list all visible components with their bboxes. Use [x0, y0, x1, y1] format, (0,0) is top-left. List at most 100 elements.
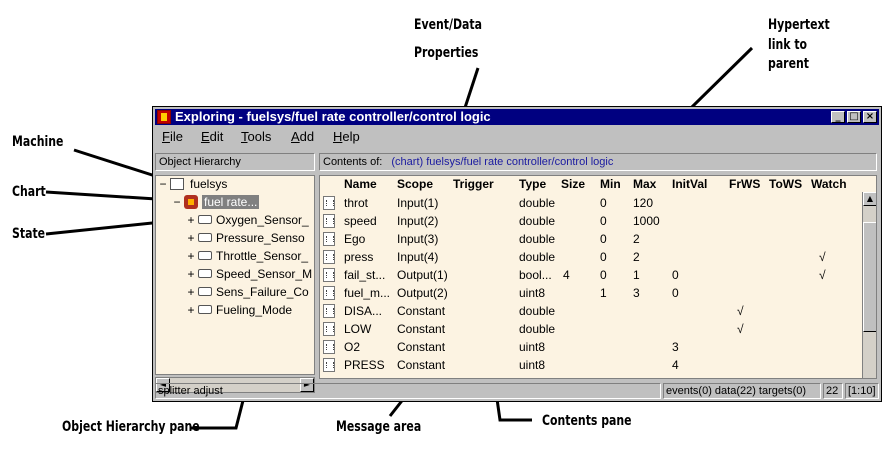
cell-name: DISA...: [344, 304, 383, 318]
menu-tools[interactable]: Tools: [241, 127, 271, 147]
cell-scope: Output(2): [397, 286, 448, 300]
expand-toggle[interactable]: +: [187, 249, 195, 263]
cell-type: uint8: [519, 358, 546, 372]
menu-edit-label: dit: [209, 129, 224, 144]
cell-watch: √: [819, 250, 826, 264]
expand-toggle[interactable]: +: [187, 267, 195, 281]
expand-toggle[interactable]: +: [187, 231, 195, 245]
menu-add-label: dd: [299, 129, 315, 144]
tree-node-label: Fueling_Mode: [216, 303, 293, 317]
cell-type: double: [519, 214, 556, 228]
scroll-up-button[interactable]: ▲: [863, 192, 876, 206]
menu-tools-label: ools: [247, 129, 272, 144]
cell-type: double: [519, 232, 556, 246]
collapse-toggle[interactable]: −: [159, 177, 167, 191]
column-header-tows[interactable]: ToWS: [769, 177, 803, 191]
close-button[interactable]: ×: [863, 111, 877, 123]
tree-node-label: fuel rate...: [202, 195, 260, 209]
machine-icon: [170, 177, 184, 190]
column-header-trigger[interactable]: Trigger: [453, 177, 494, 191]
tree-node-state[interactable]: + Sens_Failure_Co: [186, 284, 309, 300]
callout-hypertext-line1: Hypertext: [768, 17, 830, 33]
tree-node-state[interactable]: + Oxygen_Sensor_: [186, 212, 309, 228]
data-icon: [323, 196, 335, 210]
parent-hyperlink[interactable]: (chart) fuelsys/fuel rate controller/con…: [391, 156, 614, 168]
callout-machine: Machine: [12, 134, 64, 150]
cell-max: 2: [633, 250, 640, 264]
menu-add[interactable]: Add: [291, 127, 314, 147]
tree-node-chart[interactable]: − fuel rate...: [172, 194, 260, 210]
data-icon: [323, 232, 335, 246]
cell-name: fuel_m...: [344, 286, 391, 300]
column-header-initval[interactable]: InitVal: [672, 177, 708, 191]
menu-file-mnemonic: F: [162, 129, 170, 144]
contents-vscrollbar[interactable]: ▲: [862, 192, 876, 378]
column-header-type[interactable]: Type: [519, 177, 547, 191]
tree-node-label: Oxygen_Sensor_: [216, 213, 309, 227]
callout-hypertext-line3: parent: [768, 56, 809, 72]
menu-edit[interactable]: Edit: [201, 127, 223, 147]
cell-scope: Output(1): [397, 268, 448, 282]
chart-icon: [184, 194, 198, 209]
data-icon: [323, 214, 335, 228]
scroll-right-button[interactable]: ►: [300, 378, 314, 392]
column-header-min[interactable]: Min: [600, 177, 621, 191]
cell-size: 4: [563, 268, 570, 282]
column-header-watch[interactable]: Watch: [811, 177, 847, 191]
column-header-name[interactable]: Name: [344, 177, 377, 191]
hierarchy-hscrollbar[interactable]: ◄ ►: [155, 377, 315, 393]
expand-toggle[interactable]: +: [187, 285, 195, 299]
cell-scope: Input(4): [397, 250, 439, 264]
cell-max: 1: [633, 268, 640, 282]
column-header-size[interactable]: Size: [561, 177, 586, 191]
expand-toggle[interactable]: +: [187, 213, 195, 227]
column-header-scope[interactable]: Scope: [397, 177, 434, 191]
tree-node-label: Speed_Sensor_M: [216, 267, 313, 281]
collapse-toggle[interactable]: −: [173, 195, 181, 209]
scroll-thumb[interactable]: [863, 222, 876, 332]
status-bar: splitter adjust events(0) data(22) targe…: [155, 383, 879, 399]
tree-node-machine[interactable]: −fuelsys: [158, 176, 227, 192]
cell-scope: Constant: [397, 322, 446, 336]
menu-help-mnemonic: H: [333, 129, 343, 144]
contents-pane[interactable]: Name Scope Trigger Type Size Min Max InitVal FrW…: [319, 175, 877, 379]
callout-contents-pane: Contents pane: [542, 413, 632, 429]
maximize-button[interactable]: □: [847, 111, 861, 123]
column-header-max[interactable]: Max: [633, 177, 657, 191]
status-count: 22: [823, 383, 843, 399]
tree-node-state[interactable]: + Fueling_Mode: [186, 302, 292, 318]
tree-node-state[interactable]: +Pressure_Senso: [186, 230, 304, 246]
menu-file[interactable]: File: [162, 127, 183, 147]
cell-initval: 4: [672, 358, 679, 372]
expand-toggle[interactable]: +: [187, 303, 195, 317]
data-icon: [323, 286, 335, 300]
tree-node-label: Sens_Failure_Co: [216, 285, 309, 299]
tree-node-label: Throttle_Sensor_: [216, 249, 309, 263]
cell-scope: Constant: [397, 340, 446, 354]
minimize-button[interactable]: _: [831, 111, 845, 123]
cell-name: LOW: [344, 322, 372, 336]
title-bar[interactable]: Exploring - fuelsys/fuel rate controller…: [155, 109, 879, 125]
cell-type: double: [519, 196, 556, 210]
cell-min: 0: [600, 214, 607, 228]
menu-help[interactable]: Help: [333, 127, 360, 147]
state-icon: [198, 305, 212, 315]
column-header-frws[interactable]: FrWS: [729, 177, 761, 191]
object-hierarchy-pane[interactable]: −fuelsys − fuel rate... + Oxygen_Sensor_ +…: [155, 175, 315, 375]
cell-max: 3: [633, 286, 640, 300]
tree-node-state[interactable]: + Speed_Sensor_M: [186, 266, 312, 282]
tree-node-state[interactable]: + Throttle_Sensor_: [186, 248, 308, 264]
cell-name: PRESS: [344, 358, 385, 372]
scroll-left-button[interactable]: ◄: [156, 378, 170, 392]
cell-name: speed: [344, 214, 377, 228]
